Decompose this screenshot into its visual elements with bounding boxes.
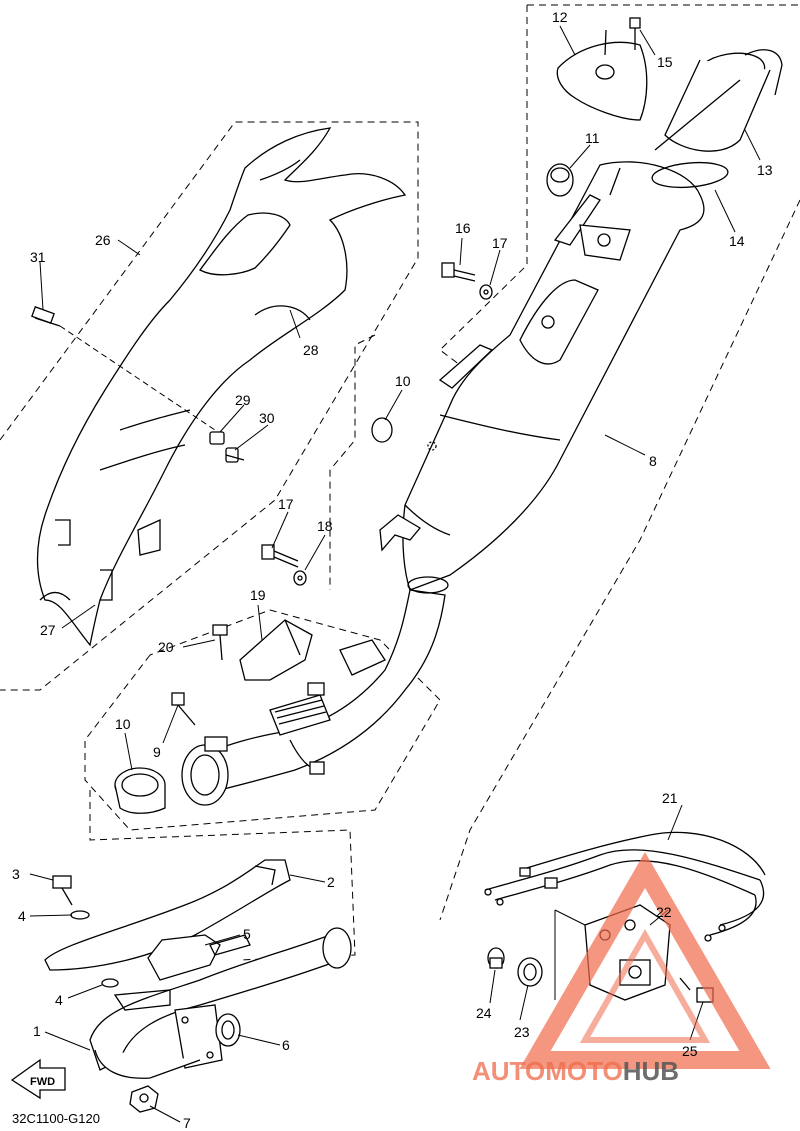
callout-label: 22 bbox=[656, 904, 672, 920]
callout-label: 31 bbox=[30, 249, 46, 265]
cable-21 bbox=[484, 831, 766, 942]
callout-label: 29 bbox=[235, 392, 251, 408]
callout-label: 16 bbox=[455, 220, 471, 236]
end-cap-13 bbox=[556, 29, 648, 121]
tail-pipe-14 bbox=[654, 49, 783, 152]
watermark-logo: AUTOMOTOHUB bbox=[472, 852, 771, 1086]
damper-12 bbox=[546, 163, 574, 197]
collar-24 bbox=[487, 947, 505, 969]
callout-label: 4 bbox=[18, 908, 26, 924]
callout-label: 12 bbox=[552, 9, 568, 25]
callout-label: 13 bbox=[757, 162, 773, 178]
callout-label: 10 bbox=[395, 373, 411, 389]
bolt-20 bbox=[212, 624, 228, 661]
callout-label: 26 bbox=[95, 232, 111, 248]
gasket-10 bbox=[114, 767, 166, 814]
gasket-6 bbox=[215, 1013, 241, 1047]
gasket-15 bbox=[651, 161, 729, 189]
callout-label: 15 bbox=[657, 54, 673, 70]
callout-label: 20 bbox=[158, 639, 174, 655]
exhaust-pipe-1 bbox=[89, 927, 352, 1079]
callout-label: 19 bbox=[250, 587, 266, 603]
clamp bbox=[181, 736, 229, 806]
callout-label: 4 bbox=[55, 992, 63, 1008]
callout-label: 30 bbox=[259, 410, 275, 426]
callout-label: 10 bbox=[115, 716, 131, 732]
joint-pipe bbox=[194, 576, 449, 796]
figure-code: 32C1100-G120 bbox=[12, 1111, 100, 1126]
bolt-3 bbox=[52, 875, 73, 906]
callout-label: 8 bbox=[649, 453, 657, 469]
forward-arrow-icon: FWD bbox=[10, 1058, 66, 1100]
grommet-23 bbox=[517, 957, 543, 987]
side-cover-inner-window bbox=[199, 212, 291, 276]
callout-label: 7 bbox=[183, 1115, 191, 1131]
washer-18-lower bbox=[293, 570, 307, 586]
washer-18-upper bbox=[479, 284, 493, 300]
callout-labels: 12 15 13 14 11 16 17 10 8 26 31 28 29 30… bbox=[12, 9, 773, 1131]
nut-7 bbox=[129, 1085, 159, 1113]
side-cover-outer bbox=[36, 127, 407, 647]
callout-label: 23 bbox=[514, 1024, 530, 1040]
side-cover-assembly bbox=[36, 127, 407, 647]
callout-label: 17 bbox=[278, 496, 294, 512]
callout-label: 14 bbox=[729, 233, 745, 249]
callout-label: 9 bbox=[153, 744, 161, 760]
fwd-label: FWD bbox=[30, 1076, 55, 1088]
callout-label: 27 bbox=[40, 622, 56, 638]
callout-label: 11 bbox=[585, 130, 600, 146]
callout-label: 21 bbox=[662, 790, 678, 806]
collar-29 bbox=[209, 431, 225, 445]
callout-label: 5 bbox=[243, 926, 251, 942]
bolt-31 bbox=[31, 306, 216, 431]
callout-label: 3 bbox=[12, 866, 20, 882]
damper-11 bbox=[371, 417, 393, 443]
callout-label: 17 bbox=[492, 235, 508, 251]
callout-label: 1 bbox=[33, 1023, 41, 1039]
callout-label: 6 bbox=[282, 1037, 290, 1053]
callout-label: 24 bbox=[476, 1005, 492, 1021]
collar-4-upper bbox=[70, 910, 90, 920]
bolt-16 bbox=[629, 17, 641, 50]
leader-lines bbox=[29, 25, 761, 1123]
callout-label: 2 bbox=[327, 874, 335, 890]
protector-19 bbox=[239, 619, 313, 681]
bolt-17-upper bbox=[441, 262, 476, 282]
callout-label: 18 bbox=[317, 518, 333, 534]
bolt-17-lower bbox=[261, 544, 299, 568]
protector-5 bbox=[147, 934, 221, 981]
watermark-text-accent: AUTOMOTOHUB bbox=[472, 1056, 679, 1086]
exhaust-protector-2 bbox=[44, 859, 291, 971]
callout-label: 28 bbox=[303, 342, 319, 358]
muffler-body bbox=[379, 161, 705, 591]
grommet-30 bbox=[225, 447, 245, 463]
bolt-9 bbox=[171, 692, 196, 726]
callout-label: 25 bbox=[682, 1043, 698, 1059]
collar-4-lower bbox=[101, 978, 119, 988]
